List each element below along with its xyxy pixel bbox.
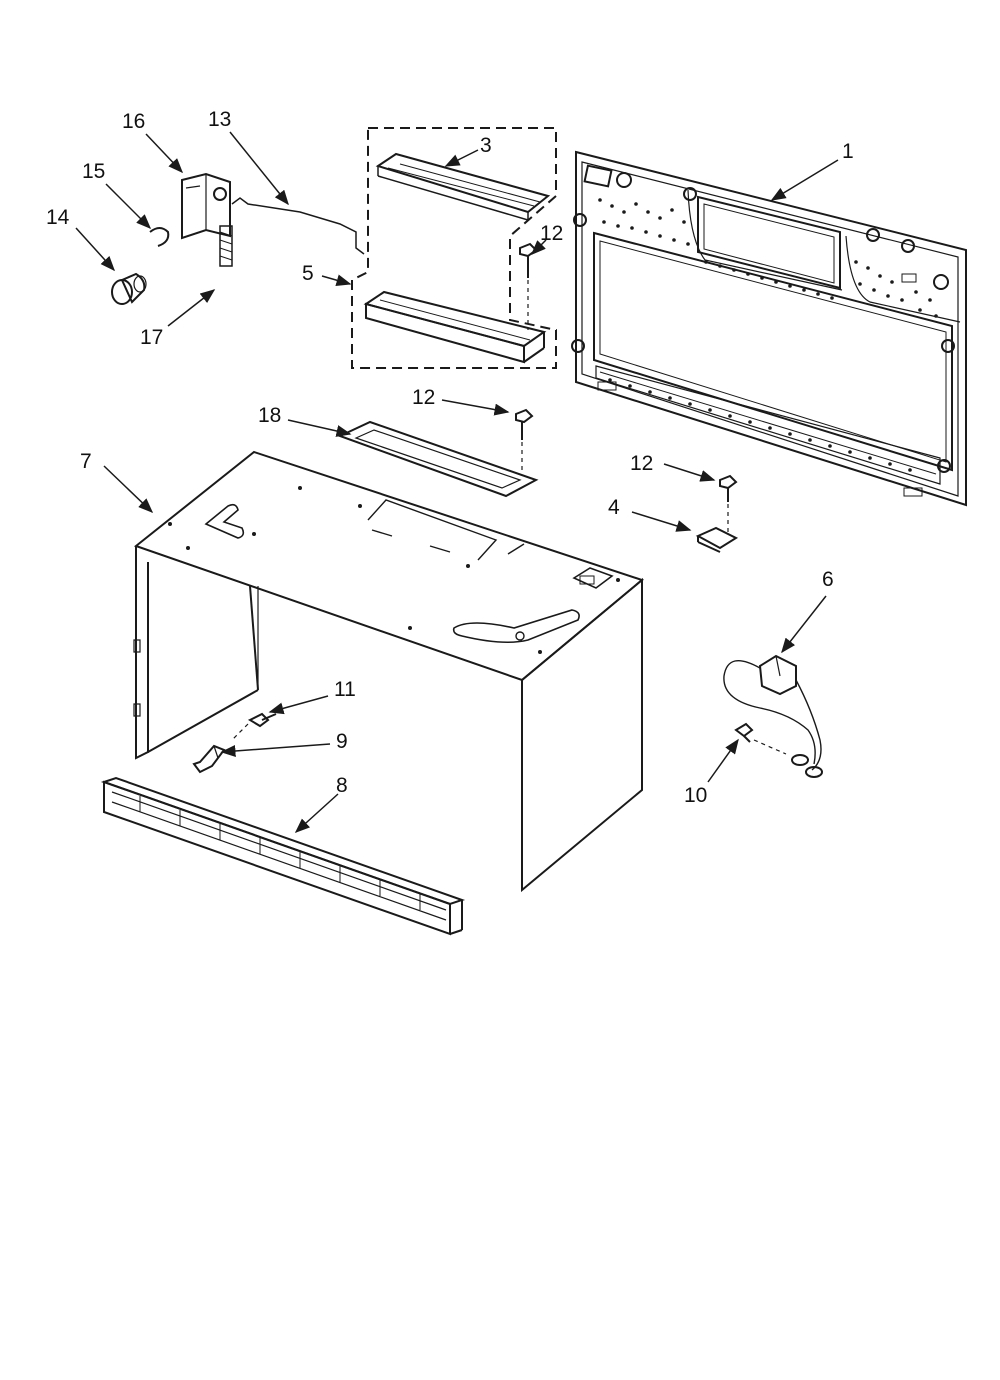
callout-5: 5 [302, 262, 314, 285]
small-bracket-part [698, 528, 736, 552]
callout-14: 14 [46, 206, 70, 229]
side-hardware-part [194, 714, 276, 772]
gasket-part [340, 422, 536, 496]
callout-15: 15 [82, 160, 105, 183]
callout-11: 11 [334, 678, 356, 701]
callout-13: 13 [208, 108, 231, 131]
mounting-plate-part [572, 152, 966, 505]
callout-12-upper: 12 [540, 222, 563, 245]
callout-16: 16 [122, 110, 145, 133]
callout-18: 18 [258, 404, 281, 427]
callout-labels: 1 3 5 12 12 12 13 14 15 16 17 18 7 4 6 1… [46, 108, 854, 807]
callout-4: 4 [608, 496, 620, 519]
damper-assembly-part [352, 128, 556, 368]
callout-12-right: 12 [630, 452, 653, 475]
callout-1: 1 [842, 140, 854, 163]
callout-8: 8 [336, 774, 348, 797]
callout-12-middle: 12 [412, 386, 435, 409]
callout-9: 9 [336, 730, 348, 753]
callout-7: 7 [80, 450, 92, 473]
leader-lines [75, 131, 839, 834]
callout-6: 6 [822, 568, 834, 591]
latch-cluster-part [112, 174, 364, 304]
thermal-part [724, 656, 822, 777]
callout-17: 17 [140, 326, 163, 349]
grille-part [104, 778, 462, 934]
cabinet-part [134, 452, 642, 890]
callout-10: 10 [684, 784, 707, 807]
callout-3: 3 [480, 134, 492, 157]
